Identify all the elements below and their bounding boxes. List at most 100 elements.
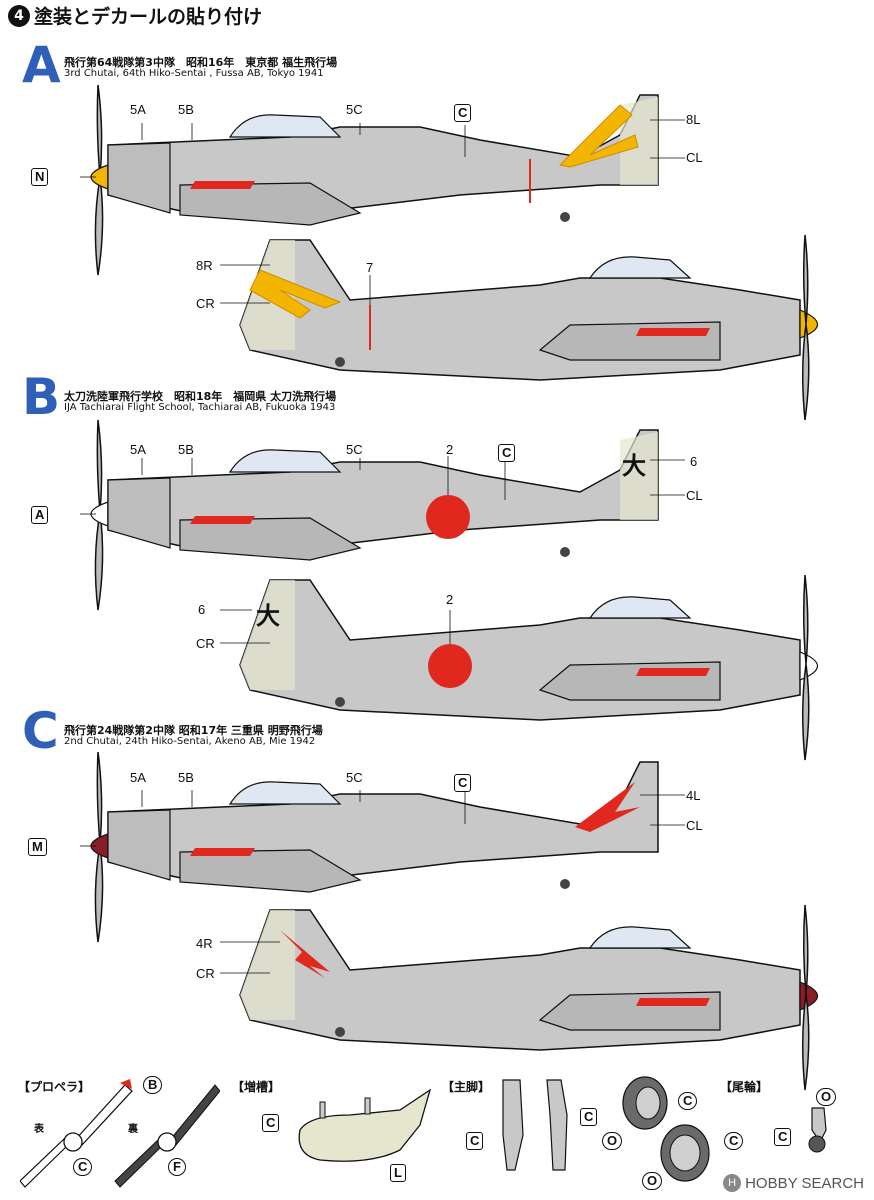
tail-wheel-part xyxy=(808,1107,827,1153)
scheme-c-letter: C xyxy=(22,702,59,760)
scheme-b-title-jp: 太刀洗陸軍飛行学校 昭和18年 福岡県 太刀洗飛行場 xyxy=(64,390,337,403)
main-gear-parts xyxy=(502,1079,568,1171)
callout-5b: 5B xyxy=(178,102,194,117)
spinner-callout: A xyxy=(31,506,49,524)
callout-4l: 4L xyxy=(686,788,701,803)
section-header: 4 塗装とデカールの貼り付け xyxy=(8,2,262,29)
scheme-c-title-jp: 飛行第24戦隊第2中隊 昭和17年 三重県 明野飛行場 xyxy=(64,724,323,737)
scheme-b-title-en: IJA Tachiarai Flight School, Tachiarai A… xyxy=(64,402,336,413)
part-label-c: C xyxy=(678,1092,698,1110)
tail-kanji: 大 xyxy=(622,452,646,480)
part-label-c: C xyxy=(262,1114,280,1132)
canopy xyxy=(228,781,342,805)
callout-5a: 5A xyxy=(130,102,146,117)
part-label-b: B xyxy=(143,1076,163,1094)
part-label-l: L xyxy=(390,1164,406,1182)
callout-cr: CR xyxy=(196,296,215,311)
propeller-title: 【プロペラ】 xyxy=(18,1080,91,1094)
callout-5c: 5C xyxy=(346,770,363,785)
callout-5b: 5B xyxy=(178,442,194,457)
tail-kanji: 大 xyxy=(256,602,280,630)
callout-cl: CL xyxy=(686,488,703,503)
callout-cl: CL xyxy=(686,150,703,165)
red-stripe xyxy=(636,328,710,336)
part-label-o: O xyxy=(602,1132,623,1150)
part-label-c: C xyxy=(580,1108,598,1126)
drop-tank-title: 【増槽】 xyxy=(232,1080,281,1094)
part-label-f: F xyxy=(168,1158,186,1176)
hobbysearch-logo-icon: H xyxy=(723,1174,742,1192)
callout-cr: CR xyxy=(196,966,215,981)
callout-6: 6 xyxy=(690,454,698,469)
wheels-parts xyxy=(622,1076,710,1182)
hinomaru xyxy=(428,644,472,688)
scheme-c-left-profile xyxy=(80,751,685,943)
canopy xyxy=(588,926,692,949)
part-label-c: C xyxy=(774,1128,792,1146)
red-stripe xyxy=(636,998,710,1006)
watermark-text: HOBBY SEARCH xyxy=(745,1174,864,1192)
tail-wheel-title: 【尾輪】 xyxy=(720,1080,769,1094)
scheme-b-letter: B xyxy=(22,368,61,426)
callout-c: C xyxy=(454,774,472,792)
scheme-c-right-profile xyxy=(220,904,819,1091)
hub-icon xyxy=(63,1132,83,1152)
red-stripe xyxy=(190,516,255,524)
callout-5b: 5B xyxy=(178,770,194,785)
callout-c: C xyxy=(454,104,472,122)
callout-6: 6 xyxy=(198,602,206,617)
main-gear-title: 【主脚】 xyxy=(442,1080,491,1094)
tail-arrow-yellow xyxy=(558,104,639,168)
callout-2: 2 xyxy=(446,442,454,457)
callout-5a: 5A xyxy=(130,442,146,457)
drop-tank-part xyxy=(298,1088,432,1162)
hinomaru xyxy=(426,495,470,539)
callout-cr: CR xyxy=(196,636,215,651)
callout-4r: 4R xyxy=(196,936,213,951)
scheme-c-title-en: 2nd Chutai, 24th Hiko-Sentai, Akeno AB, … xyxy=(64,736,316,747)
tail-bolt-red xyxy=(575,782,640,832)
scheme-a-right-profile xyxy=(220,234,819,421)
propeller-back-label: 裏 xyxy=(128,1124,138,1135)
canopy xyxy=(228,114,342,138)
tail-arrow-yellow xyxy=(249,269,342,319)
part-label-o: O xyxy=(642,1172,663,1190)
callout-2: 2 xyxy=(446,592,454,607)
callout-7: 7 xyxy=(366,260,374,275)
part-label-c: C xyxy=(73,1158,93,1176)
spinner-yellow xyxy=(799,309,819,339)
callout-c: C xyxy=(498,444,516,462)
tail-wheel-icon xyxy=(808,1135,826,1153)
callout-5a: 5A xyxy=(130,770,146,785)
scheme-a-title-jp: 飛行第64戦隊第3中隊 昭和16年 東京都 福生飛行場 xyxy=(64,56,338,69)
spinner-white xyxy=(799,651,819,681)
part-label-c: C xyxy=(466,1132,484,1150)
callout-8r: 8R xyxy=(196,258,213,273)
scheme-b-right-profile xyxy=(220,574,819,761)
red-stripe xyxy=(190,181,255,189)
section-title: 塗装とデカールの貼り付け xyxy=(34,6,263,28)
spinner-callout: N xyxy=(31,168,49,186)
part-label-c: C xyxy=(724,1132,744,1150)
callout-8l: 8L xyxy=(686,112,701,127)
red-stripe xyxy=(636,668,710,676)
propeller-icon xyxy=(94,84,104,276)
watermark: H HOBBY SEARCH xyxy=(723,1174,864,1192)
callout-5c: 5C xyxy=(346,442,363,457)
canopy xyxy=(588,256,692,279)
canopy xyxy=(588,596,692,619)
propeller-parts xyxy=(20,1079,220,1188)
callout-cl: CL xyxy=(686,818,703,833)
scheme-a-title-en: 3rd Chutai, 64th Hiko-Sentai , Fussa AB,… xyxy=(64,68,324,79)
scheme-a-letter: A xyxy=(22,36,61,94)
red-stripe xyxy=(190,848,255,856)
spinner-maroon xyxy=(799,981,819,1011)
propeller-front-label: 表 xyxy=(34,1124,44,1135)
callout-5c: 5C xyxy=(346,102,363,117)
step-number: 4 xyxy=(8,4,30,27)
scheme-b-left-profile xyxy=(80,419,685,611)
spinner-callout: M xyxy=(28,838,47,856)
canopy xyxy=(228,449,342,473)
tail-bolt-red xyxy=(280,930,330,978)
part-label-o: O xyxy=(816,1088,837,1106)
